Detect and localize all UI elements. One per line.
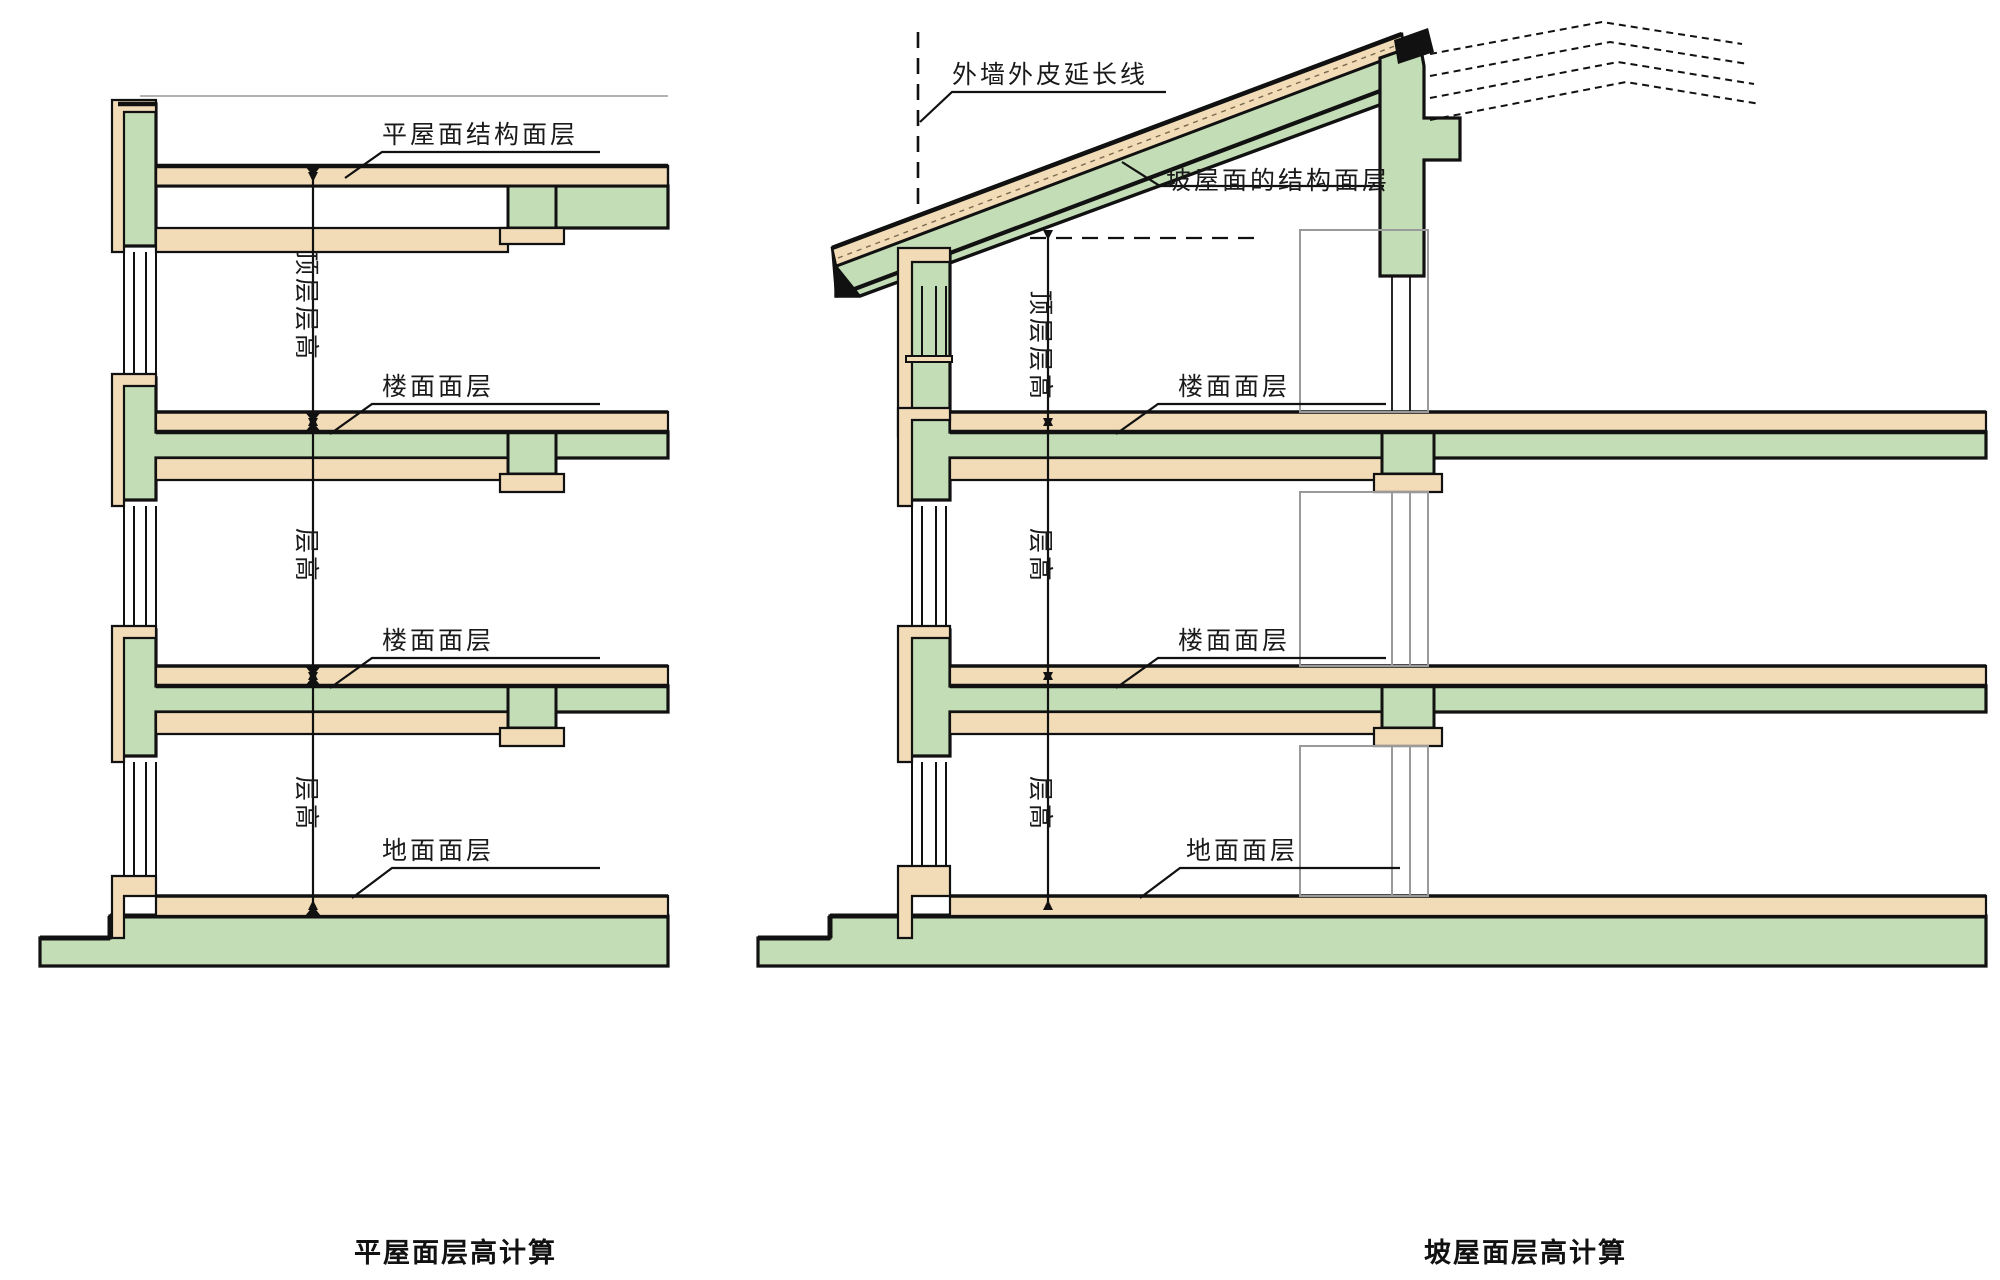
left-flat-roof-slab <box>110 98 670 254</box>
left-wall-window-low <box>123 762 157 880</box>
right-label-wall-face-extension: 外墙外皮延长线 <box>952 61 1148 89</box>
left-label-floor-finish-lower: 楼面面层 <box>382 627 494 655</box>
left-label-ground-finish: 地面面层 <box>382 837 494 865</box>
right-sloped-roof <box>830 20 1761 424</box>
right-ridge-mullions <box>1391 276 1411 424</box>
right-dimension-chain <box>1043 230 1053 910</box>
left-floor-slab-upper <box>110 372 670 508</box>
left-dimension-chain <box>304 165 322 917</box>
right-floor-slab-upper <box>896 406 1988 508</box>
right-panel-caption: 坡屋面层高计算 <box>1424 1237 1627 1268</box>
right-dim-mid-storey-label: 层高 <box>1026 528 1054 584</box>
left-wall-window-mid <box>123 506 157 634</box>
left-floor-slab-lower <box>110 624 670 764</box>
right-ground-strip <box>756 913 1988 968</box>
left-panel-caption: 平屋面层高计算 <box>354 1237 557 1268</box>
left-ground-strip <box>38 913 670 968</box>
right-dim-top-storey-label: 顶层层高 <box>1026 290 1054 402</box>
right-label-sloped-roof-structure: 坡屋面的结构面层 <box>1166 167 1390 195</box>
right-leaders <box>1115 161 1400 899</box>
right-label-floor-finish-upper: 楼面面层 <box>1178 373 1290 401</box>
right-interior-partitions <box>1299 229 1429 897</box>
left-dim-low-storey-label: 层高 <box>292 776 320 832</box>
right-panel-sloped-roof: 外墙外皮延长线 <box>756 20 1988 1268</box>
left-wall-window-top <box>123 252 157 392</box>
right-label-floor-finish-lower: 楼面面层 <box>1178 627 1290 655</box>
left-leaders <box>329 150 600 899</box>
left-label-roof-structure: 平屋面结构面层 <box>382 121 578 149</box>
right-floor-slab-lower <box>896 624 1988 764</box>
right-label-ground-finish: 地面面层 <box>1186 837 1298 865</box>
left-dim-mid-storey-label: 层高 <box>292 528 320 584</box>
right-ground-floor-finish <box>896 864 1988 940</box>
right-roof-break-lines <box>1429 20 1761 121</box>
right-dim-low-storey-label: 层高 <box>1026 776 1054 832</box>
left-panel-flat-roof: 顶层层高 层高 层高 平屋面结构面层 楼面面层 楼面面层 地面面层 平屋面层高计… <box>38 95 670 1268</box>
left-ground-floor-finish <box>110 874 670 940</box>
right-mid-storey-wall <box>911 506 947 628</box>
left-dim-top-storey-label: 顶层层高 <box>292 250 320 362</box>
left-label-floor-finish-upper: 楼面面层 <box>382 373 494 401</box>
right-low-storey-wall <box>911 762 947 866</box>
